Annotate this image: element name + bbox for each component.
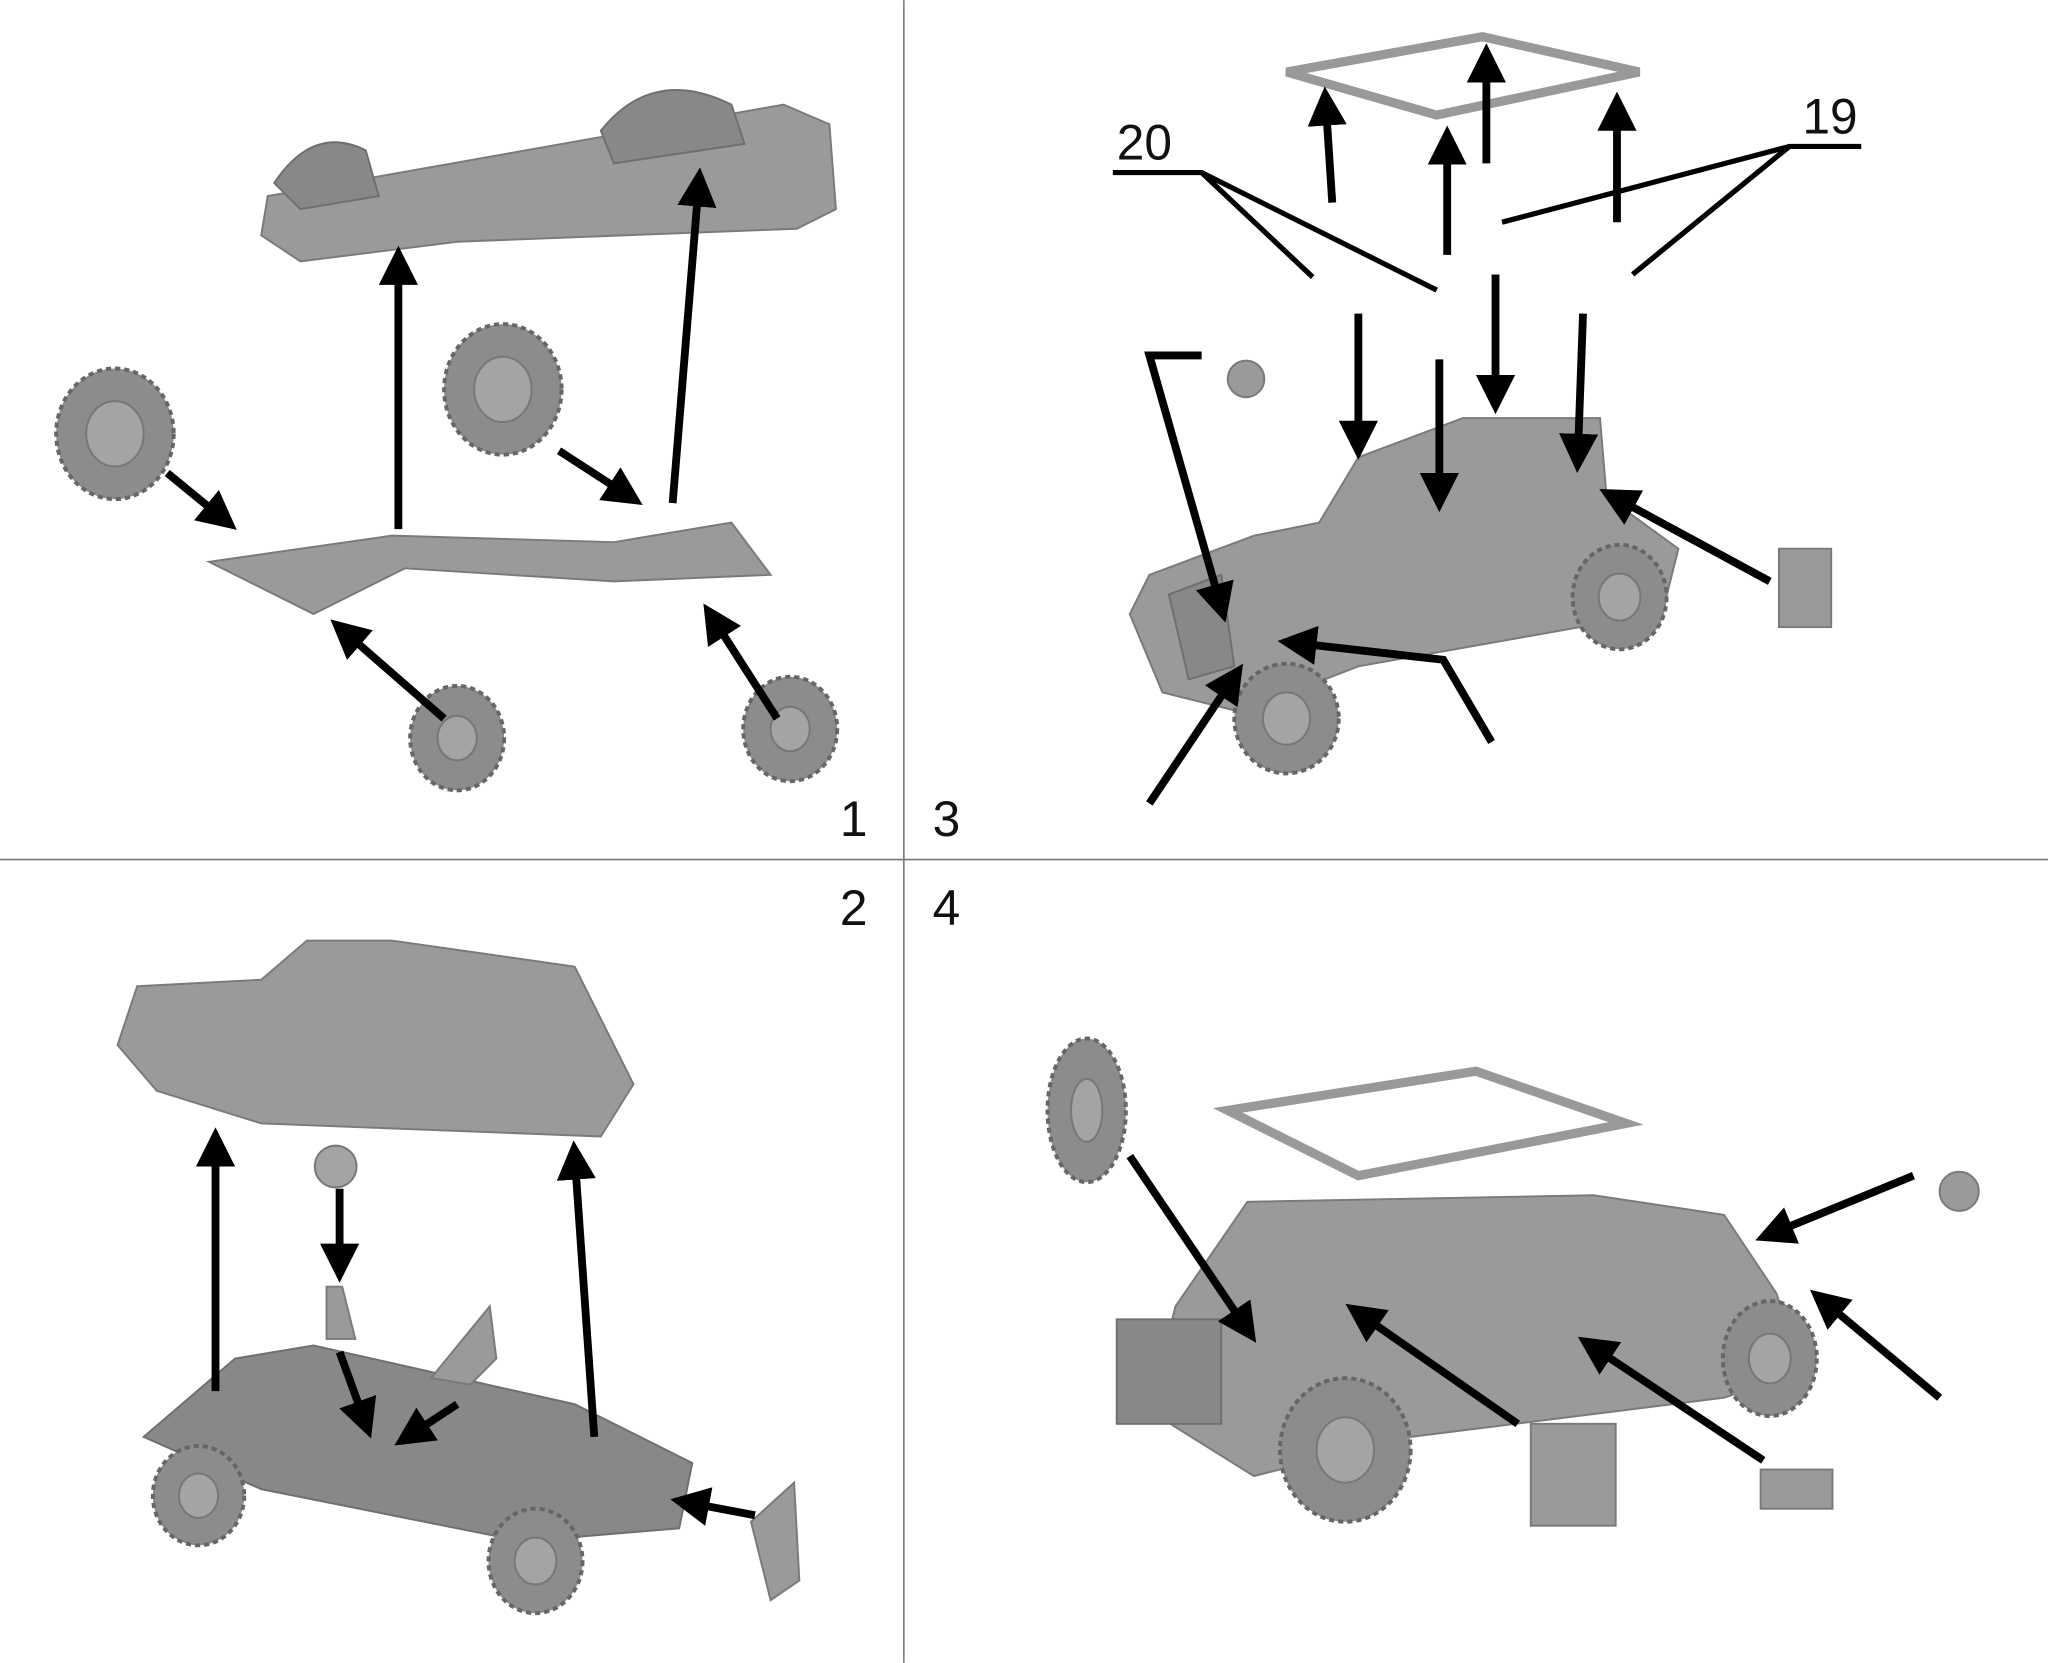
seat-part	[429, 1303, 498, 1386]
arrow	[556, 1140, 599, 1438]
arrow	[1755, 1172, 1915, 1244]
arrow	[668, 167, 717, 504]
axle-assembly	[205, 521, 773, 616]
wheel	[1278, 1376, 1413, 1524]
arrow	[1307, 86, 1347, 203]
step-number-3: 3	[933, 791, 961, 847]
headlight-part	[1226, 359, 1266, 399]
arrow	[1144, 351, 1234, 623]
arrow	[556, 447, 643, 506]
wheel	[150, 1444, 247, 1548]
wheel	[1570, 542, 1669, 652]
rear-plate-part	[749, 1480, 801, 1602]
arrow	[670, 1487, 756, 1526]
part-label-19: 19	[1802, 88, 1857, 144]
arrow	[1126, 1153, 1257, 1343]
wheel	[1720, 1299, 1819, 1418]
steering-wheel-part	[313, 1144, 358, 1189]
wheel	[486, 1506, 585, 1616]
arrow	[335, 1350, 377, 1439]
step-3-panel: 20 19 3	[933, 32, 1862, 847]
step-number-2: 2	[840, 880, 868, 936]
fender-left	[273, 141, 381, 211]
step-number-1: 1	[840, 791, 868, 847]
fender-right	[599, 88, 746, 165]
arrow	[394, 1400, 460, 1446]
upper-hull-part	[116, 939, 635, 1138]
jerrycan-part	[1529, 1422, 1617, 1527]
seat-part	[325, 1285, 357, 1340]
step-4-panel: 4	[933, 880, 1980, 1527]
rear-box	[1115, 1318, 1223, 1425]
arrow	[1146, 663, 1244, 806]
wheel	[1232, 661, 1341, 776]
step-number-4: 4	[933, 880, 961, 936]
part-label-20: 20	[1117, 115, 1172, 171]
arrow	[1599, 489, 1772, 585]
step-1-panel: 1	[54, 88, 868, 847]
spare-wheel-part	[1045, 1036, 1128, 1185]
roof-rack-frame	[1285, 32, 1641, 120]
vehicle-body	[1148, 1194, 1804, 1478]
arrow	[1277, 625, 1495, 745]
toolbox-part	[1759, 1468, 1834, 1510]
headlight-part	[1938, 1170, 1980, 1212]
arrow	[1345, 1303, 1520, 1428]
arrow	[164, 469, 237, 530]
wheel	[54, 366, 176, 502]
leader-line-19	[1501, 143, 1862, 277]
arrow	[1577, 1336, 1766, 1464]
arrow	[1810, 1289, 1943, 1401]
arrow	[1559, 313, 1599, 473]
leader-line-20	[1112, 169, 1438, 293]
arrow	[703, 603, 781, 721]
arrow	[330, 619, 447, 722]
roof-rack-frame	[1212, 1066, 1644, 1181]
wheel	[442, 322, 564, 457]
step-2-panel: 2	[116, 880, 868, 1616]
jerrycan-part	[1777, 547, 1833, 629]
